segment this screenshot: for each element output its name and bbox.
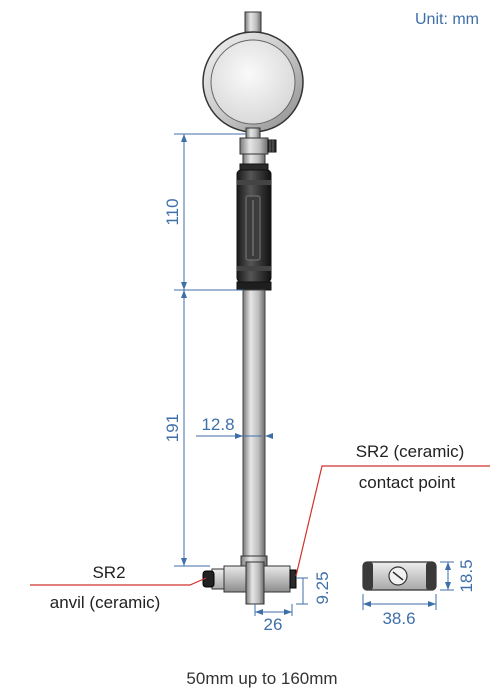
dimension-rod-diameter: 12.8 [201,415,234,434]
dimension-110: 110 [163,198,182,225]
dimension-arrows [181,134,451,615]
bore-gauge [202,11,304,605]
dimension-9-25: 9.25 [313,571,332,604]
collar [242,153,266,165]
leader-lines [30,465,490,586]
contact-point-label-line1: SR2 (ceramic) [356,442,465,461]
anvil-label-line1: SR2 [92,563,125,582]
dimension-191: 191 [163,414,182,442]
ceramic-contact-point [289,569,297,589]
contact-point-label-line2: contact point [359,473,456,492]
dimension-anvil-width: 38.6 [382,609,415,628]
dimension-head-width: 26 [264,615,283,634]
anvil-label-line2: anvil (ceramic) [50,593,161,612]
dial-face [210,39,296,125]
unit-label: Unit: mm [415,11,479,28]
clamp-screw [267,139,277,153]
range-caption: 50mm up to 160mm [186,669,337,688]
dimension-lines [174,133,454,616]
dial-stem [244,11,262,33]
clamp-block [239,137,269,155]
anvil-side-view [362,561,437,591]
extension-rod [242,289,266,567]
dimension-anvil-height: 18.5 [457,559,476,592]
